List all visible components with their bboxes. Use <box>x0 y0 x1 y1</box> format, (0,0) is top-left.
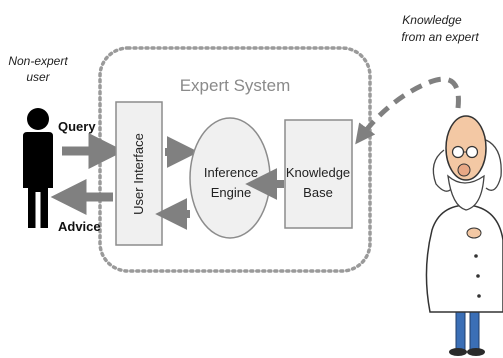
user-interface-box <box>115 101 163 246</box>
inference-engine-line1: Inference <box>204 165 258 180</box>
advice-label: Advice <box>58 219 101 234</box>
user-interface-label: User Interface <box>131 133 146 215</box>
expert-system-title: Expert System <box>180 76 291 95</box>
user-label-line1: Non-expert <box>8 54 68 68</box>
expert-label-line2: from an expert <box>401 30 479 44</box>
knowledge-transfer-dashed-arrow <box>355 76 461 145</box>
expert-label-line1: Knowledge <box>402 13 462 27</box>
query-label: Query <box>58 119 96 134</box>
user-label-line2: user <box>26 70 50 84</box>
inference-engine-line2: Engine <box>211 185 251 200</box>
knowledge-base-line2: Base <box>303 185 333 200</box>
expert-icon <box>425 115 503 356</box>
knowledge-base-line1: Knowledge <box>286 165 350 180</box>
user-icon <box>23 108 53 228</box>
knowledge-base-box <box>284 119 353 229</box>
